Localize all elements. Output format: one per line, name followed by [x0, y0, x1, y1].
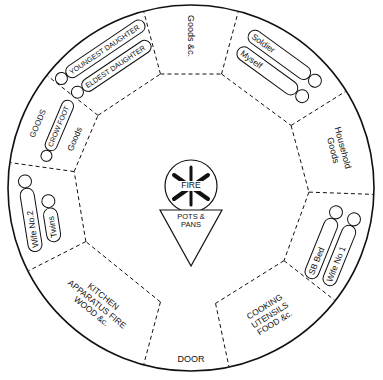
- store-area: COOKING UTENSILS FOOD &c.: [235, 286, 306, 345]
- goods-label: GOODS: [28, 108, 48, 139]
- door-label: DOOR: [178, 354, 205, 364]
- area-label: FIRE: [179, 181, 202, 190]
- area-label: POTS & PANS: [176, 213, 206, 230]
- kitchen-area: KITCHEN APPARATUS FIRE WOOD &c.: [59, 270, 134, 339]
- compartment-dividers: [11, 12, 373, 366]
- divider-line: [74, 172, 86, 242]
- area-label: COOKING UTENSILS FOOD &c.: [235, 286, 306, 345]
- divider-line: [160, 74, 221, 75]
- area-label: Wife No.2: [22, 210, 44, 249]
- area-label: Twins: [43, 215, 62, 239]
- sleeper-figure: Twins: [39, 192, 63, 244]
- divider-line: [222, 12, 239, 74]
- area-label: Goods &c.: [186, 11, 196, 61]
- divider-line: [11, 163, 74, 172]
- divider-line: [309, 192, 373, 194]
- divider-line: [144, 302, 161, 364]
- divider-line: [284, 192, 309, 261]
- divider-line: [291, 125, 309, 192]
- sleeper-figure: Wife No.2: [16, 173, 44, 255]
- sleeper-figure: CROW FOOT: [37, 97, 76, 165]
- area-label: KITCHEN APPARATUS FIRE WOOD &c.: [59, 270, 134, 339]
- pots-triangle: POTS & PANS: [159, 209, 223, 267]
- fire-circle: FIRE: [164, 159, 218, 213]
- goods-area: Household Goods: [320, 116, 356, 181]
- tent-wall: [8, 5, 374, 371]
- area-label: Household Goods: [320, 116, 356, 181]
- divider-line: [216, 303, 229, 366]
- goods-area: Goods &c.: [186, 11, 196, 61]
- goods-label: Goods: [66, 125, 85, 152]
